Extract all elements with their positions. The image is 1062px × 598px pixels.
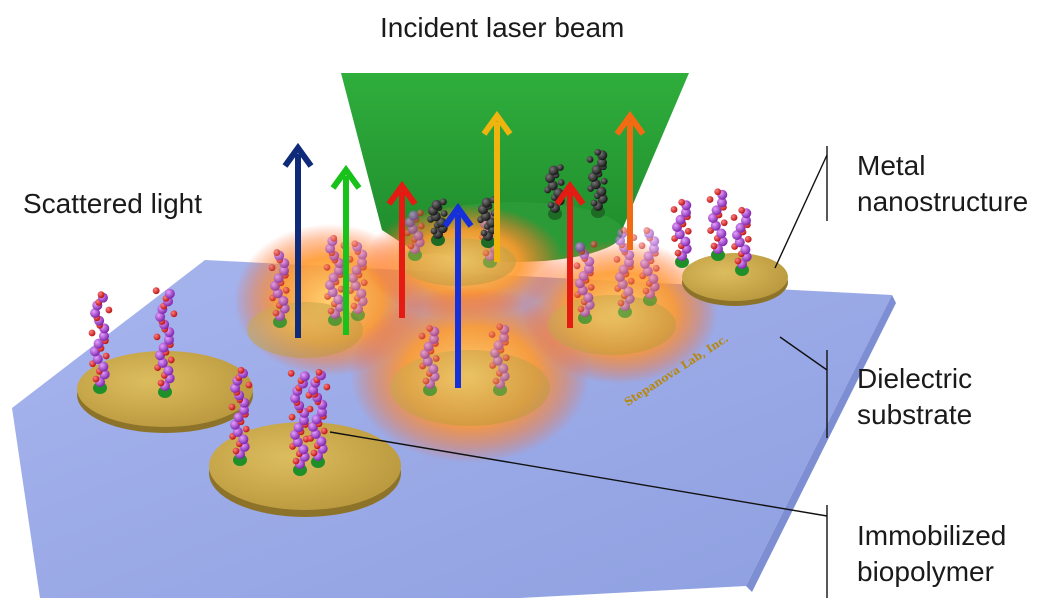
biopolymer-helix xyxy=(228,366,253,466)
scattered-light-arrow-navy xyxy=(282,142,314,338)
biopolymer-helix xyxy=(638,227,660,306)
scattered-light-label: Scattered light xyxy=(23,188,202,219)
immobilized-biopolymer-line-1: Immobilized xyxy=(857,520,1007,551)
scattered-light-arrow-gold xyxy=(481,110,513,262)
scattered-light-arrows xyxy=(282,110,646,388)
dielectric-substrate-line-2: substrate xyxy=(857,399,973,430)
biopolymer-helix xyxy=(152,287,178,398)
biopolymer-helix xyxy=(586,148,608,218)
scattered-light-arrow-green xyxy=(330,164,362,335)
metal-nanostructure-label: Metal nanostructure xyxy=(857,148,1028,220)
biopolymer-helix xyxy=(88,291,113,394)
biopolymer-helix xyxy=(670,198,692,268)
metal-nanostructure-line-2: nanostructure xyxy=(857,186,1029,217)
biopolymer-helix xyxy=(404,209,425,261)
biopolymer-helix xyxy=(544,164,565,220)
biopolymer-helix xyxy=(730,206,752,276)
biopolymer-helix xyxy=(573,240,598,324)
metal-nanostructure-line-1: Metal xyxy=(857,150,926,181)
biopolymer-helix xyxy=(323,234,348,326)
metal-disk xyxy=(390,350,550,426)
scattered-light-arrow-red xyxy=(386,180,418,318)
dielectric-substrate-label: Dielectric substrate xyxy=(857,361,972,433)
biopolymer-helix xyxy=(488,323,510,396)
scattered-light-arrow-red-2 xyxy=(554,180,586,328)
metal-disk xyxy=(682,253,788,306)
leader-line-metal-pointer xyxy=(774,154,828,269)
immobilized-biopolymer-line-2: biopolymer xyxy=(857,556,994,587)
biopolymer-helix xyxy=(346,240,368,321)
biopolymer-helix xyxy=(268,249,290,328)
immobilized-biopolymer-label: Immobilized biopolymer xyxy=(857,518,1006,590)
biopolymer-helix xyxy=(427,198,448,246)
scattered-light-arrow-orange xyxy=(614,110,646,250)
leader-line-biopolymer-pointer xyxy=(329,431,828,517)
biopolymer-helix xyxy=(706,188,728,261)
dielectric-substrate-line-1: Dielectric xyxy=(857,363,973,394)
biopolymer-helix xyxy=(613,226,638,318)
incident-laser-beam-label: Incident laser beam xyxy=(380,12,625,43)
leader-line-dielectric-pointer xyxy=(779,336,828,371)
biopolymer-helix xyxy=(287,369,313,476)
biopolymer-helix xyxy=(418,325,440,396)
biopolymer-helix xyxy=(306,368,331,468)
leader-lines xyxy=(329,146,828,598)
scattered-light-arrow-blue xyxy=(442,202,474,388)
biopolymer-helix xyxy=(477,196,498,248)
biopolymer-group xyxy=(88,148,752,476)
